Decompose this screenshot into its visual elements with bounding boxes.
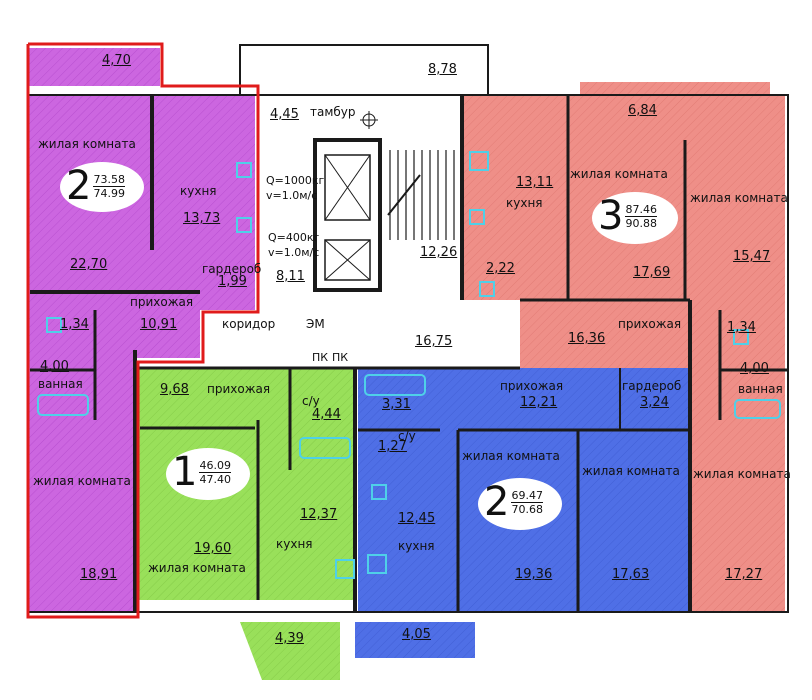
r-living-bottom-label: жилая комната bbox=[693, 467, 791, 481]
m-kitchen-label: кухня bbox=[398, 539, 435, 553]
apartment-badge-mid: 2 69.47 70.68 bbox=[484, 482, 543, 522]
sanitary-fixtures bbox=[37, 151, 781, 579]
left-wardrobe-label: гардероб bbox=[202, 262, 262, 276]
r-bath-label: ванная bbox=[738, 382, 783, 396]
badge-bg-3 bbox=[592, 192, 678, 244]
elevator-large-load: Q=1000кг bbox=[266, 174, 325, 187]
area-r-wc: 2,22 bbox=[486, 261, 515, 276]
elevator-large-speed: v=1.0м/с bbox=[266, 189, 318, 202]
apartment-3-total-area: 90.88 bbox=[625, 216, 657, 230]
a1-wc-label: с/у bbox=[302, 394, 320, 408]
area-m-kitchen: 12,45 bbox=[398, 511, 436, 526]
area-m-hall: 12,21 bbox=[520, 395, 558, 410]
apartment-mid-living-area: 69.47 bbox=[511, 488, 543, 503]
walls bbox=[27, 94, 789, 613]
apartment-1-living-area: 46.09 bbox=[199, 458, 231, 473]
a1-kitchen-label: кухня bbox=[276, 537, 313, 551]
elevator-small-speed: v=1.0м/с bbox=[268, 246, 320, 259]
apartment-mid-total-area: 70.68 bbox=[511, 502, 543, 516]
area-a1-kitchen: 12,37 bbox=[300, 507, 338, 522]
pk-label-2: ПК bbox=[332, 351, 349, 364]
vestibule-label: тамбур bbox=[310, 105, 356, 119]
area-left-wardrobe: 1,99 bbox=[218, 274, 247, 289]
area-stair: 12,26 bbox=[420, 245, 458, 260]
em-label: ЭМ bbox=[306, 317, 325, 331]
apartment-left-fill bbox=[28, 48, 255, 612]
area-r-bath: 4,00 bbox=[740, 361, 769, 376]
selected-apartment-outline bbox=[26, 42, 260, 619]
badge-bg-1 bbox=[166, 448, 250, 500]
area-left-living-bottom: 18,91 bbox=[80, 567, 118, 582]
area-a1-wc: 4,44 bbox=[312, 407, 341, 422]
apartment-1-rooms: 1 bbox=[172, 449, 198, 495]
m-hall-label: прихожая bbox=[500, 379, 564, 393]
apartment-left-rooms: 2 bbox=[66, 163, 92, 209]
m-living2-label: жилая комната bbox=[582, 464, 680, 478]
area-top-landing: 8,78 bbox=[428, 62, 457, 77]
apartment-left-total-area: 74.99 bbox=[93, 186, 125, 200]
left-bath-label: ванная bbox=[38, 377, 83, 391]
elevator-small-load: Q=400кг bbox=[268, 231, 320, 244]
area-r-balcony: 6,84 bbox=[628, 103, 657, 118]
badge-bg-mid bbox=[478, 478, 562, 530]
area-r-hall: 16,36 bbox=[568, 331, 606, 346]
badge-bg-left bbox=[60, 162, 144, 212]
area-r-wc2: 1,34 bbox=[727, 320, 756, 335]
area-corridor: 16,75 bbox=[415, 334, 453, 349]
area-m-living1: 19,36 bbox=[515, 567, 553, 582]
apartment-mid-rooms: 2 bbox=[484, 479, 510, 525]
area-r-kitchen: 13,11 bbox=[516, 175, 554, 190]
apartment-badge-left: 2 73.58 74.99 bbox=[66, 166, 125, 206]
left-kitchen-label: кухня bbox=[180, 184, 217, 198]
left-hall-label: прихожая bbox=[130, 295, 194, 309]
pk-label-1: ПК bbox=[312, 351, 329, 364]
m-wc-label: с/у bbox=[398, 429, 416, 443]
area-left-hall: 10,91 bbox=[140, 317, 178, 332]
area-left-living-top: 22,70 bbox=[70, 257, 108, 272]
apartment-badge-1: 1 46.09 47.40 bbox=[172, 452, 231, 492]
apartment-left-living-area: 73.58 bbox=[93, 172, 125, 187]
a1-living-label: жилая комната bbox=[148, 561, 246, 575]
a1-hall-label: прихожая bbox=[207, 382, 271, 396]
area-m-wc: 1,27 bbox=[378, 439, 407, 454]
area-elev-lobby: 8,11 bbox=[276, 269, 305, 284]
apartment-1-total-area: 47.40 bbox=[199, 472, 231, 486]
area-vestibule: 4,45 bbox=[270, 107, 299, 122]
area-a1-hall: 9,68 bbox=[160, 382, 189, 397]
area-left-bath: 4,00 bbox=[40, 359, 69, 374]
area-m-balcony: 4,05 bbox=[402, 627, 431, 642]
area-left-kitchen: 13,73 bbox=[183, 211, 221, 226]
staircase bbox=[387, 150, 455, 240]
m-wardrobe-label: гардероб bbox=[622, 379, 682, 393]
r-kitchen-label: кухня bbox=[506, 196, 543, 210]
area-r-living-bottom: 17,27 bbox=[725, 567, 763, 582]
apartment-3-rooms: 3 bbox=[598, 193, 624, 239]
area-r-living-mid: 17,69 bbox=[633, 265, 671, 280]
area-left-wc: 1,34 bbox=[60, 317, 89, 332]
apartment-3-fill bbox=[462, 82, 785, 612]
apartment-3-living-area: 87.46 bbox=[625, 202, 657, 217]
m-living1-label: жилая комната bbox=[462, 449, 560, 463]
area-m-living2: 17,63 bbox=[612, 567, 650, 582]
common-area bbox=[239, 44, 489, 292]
left-living-label: жилая комната bbox=[38, 137, 136, 151]
area-a1-balcony: 4,39 bbox=[275, 631, 304, 646]
area-m-wardrobe: 3,24 bbox=[640, 395, 669, 410]
area-m-hall-small: 3,31 bbox=[382, 397, 411, 412]
apartment-badge-3: 3 87.46 90.88 bbox=[598, 196, 657, 236]
area-a1-living: 19,60 bbox=[194, 541, 232, 556]
r-living-right-label: жилая комната bbox=[690, 191, 788, 205]
r-living-mid-label: жилая комната bbox=[570, 167, 668, 181]
left-living-bottom-label: жилая комната bbox=[33, 474, 131, 488]
r-hall-label: прихожая bbox=[618, 317, 682, 331]
area-left-balcony: 4,70 bbox=[102, 53, 131, 68]
corridor-label: коридор bbox=[222, 317, 276, 331]
area-r-living-right: 15,47 bbox=[733, 249, 771, 264]
